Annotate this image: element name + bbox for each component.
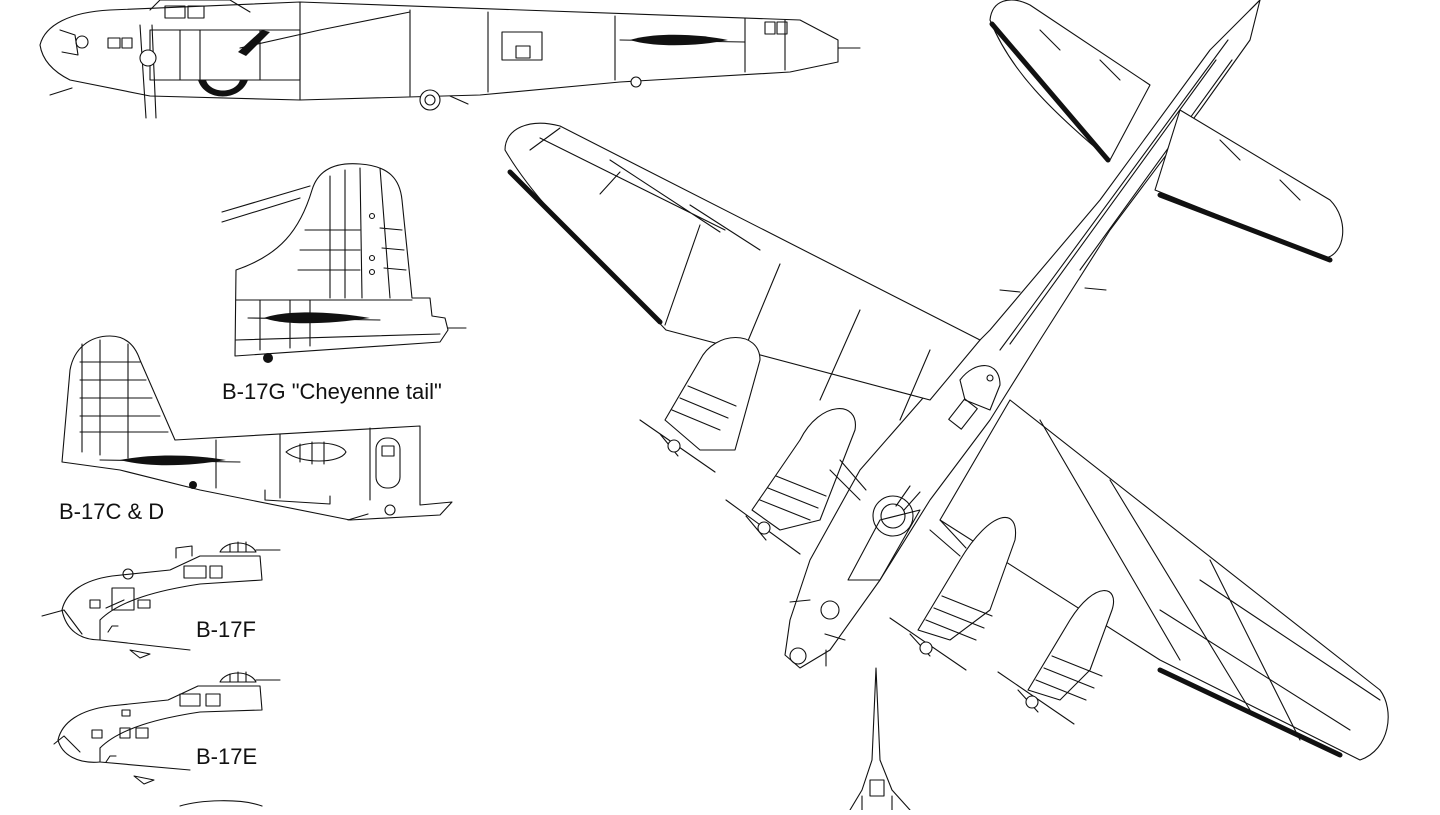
engine-1 xyxy=(639,337,761,473)
engine-2 xyxy=(725,408,867,555)
b17g-side-profile xyxy=(39,0,861,119)
label-b17g-cheyenne-tail: B-17G "Cheyenne tail" xyxy=(222,379,442,404)
engine-3 xyxy=(889,516,1017,671)
b17cd-tail xyxy=(61,335,453,521)
b17-front-view-partial xyxy=(849,667,911,811)
label-b17e: B-17E xyxy=(196,744,258,769)
label-b17f: B-17F xyxy=(196,617,256,642)
engine-4 xyxy=(997,590,1114,725)
b17e-nose xyxy=(53,671,281,807)
label-b17c-d: B-17C & D xyxy=(59,499,165,524)
b17-plan-view xyxy=(504,0,1389,761)
b17g-cheyenne-tail xyxy=(221,163,467,363)
b17f-nose xyxy=(41,541,281,659)
